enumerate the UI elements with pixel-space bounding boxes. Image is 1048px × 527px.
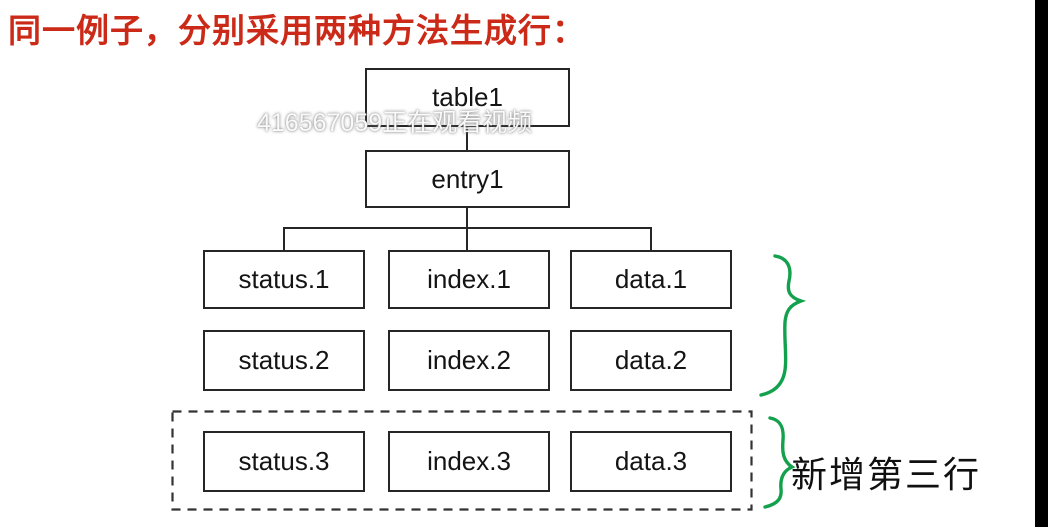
connector-drop-status1 bbox=[283, 228, 285, 251]
watermark-text: 416567059正在观看视频 bbox=[257, 109, 533, 137]
node-index-2: index.2 bbox=[388, 330, 550, 391]
node-data-3: data.3 bbox=[570, 431, 732, 492]
curly-brace-rows12-icon bbox=[759, 254, 807, 397]
curly-brace-row3-icon bbox=[763, 416, 796, 509]
connector-entry1-bus bbox=[466, 206, 468, 229]
dashed-highlight-rect bbox=[171, 410, 753, 511]
node-entry1: entry1 bbox=[365, 150, 570, 208]
node-index-1: index.1 bbox=[388, 250, 550, 309]
annotation-new-third-row: 新增第三行 bbox=[791, 455, 982, 495]
connector-drop-data1 bbox=[650, 228, 652, 251]
connector-table1-entry1 bbox=[466, 125, 468, 152]
node-status-3: status.3 bbox=[203, 431, 365, 492]
slide-title: 同一例子，分别采用两种方法生成行： bbox=[8, 14, 586, 50]
node-data-2: data.2 bbox=[570, 330, 732, 391]
node-index-3: index.3 bbox=[388, 431, 550, 492]
node-data-1: data.1 bbox=[570, 250, 732, 309]
node-status-2: status.2 bbox=[203, 330, 365, 391]
node-table1: table1 bbox=[365, 68, 570, 127]
letterbox-bar bbox=[1035, 0, 1048, 527]
connector-drop-index1 bbox=[466, 228, 468, 251]
node-status-1: status.1 bbox=[203, 250, 365, 309]
